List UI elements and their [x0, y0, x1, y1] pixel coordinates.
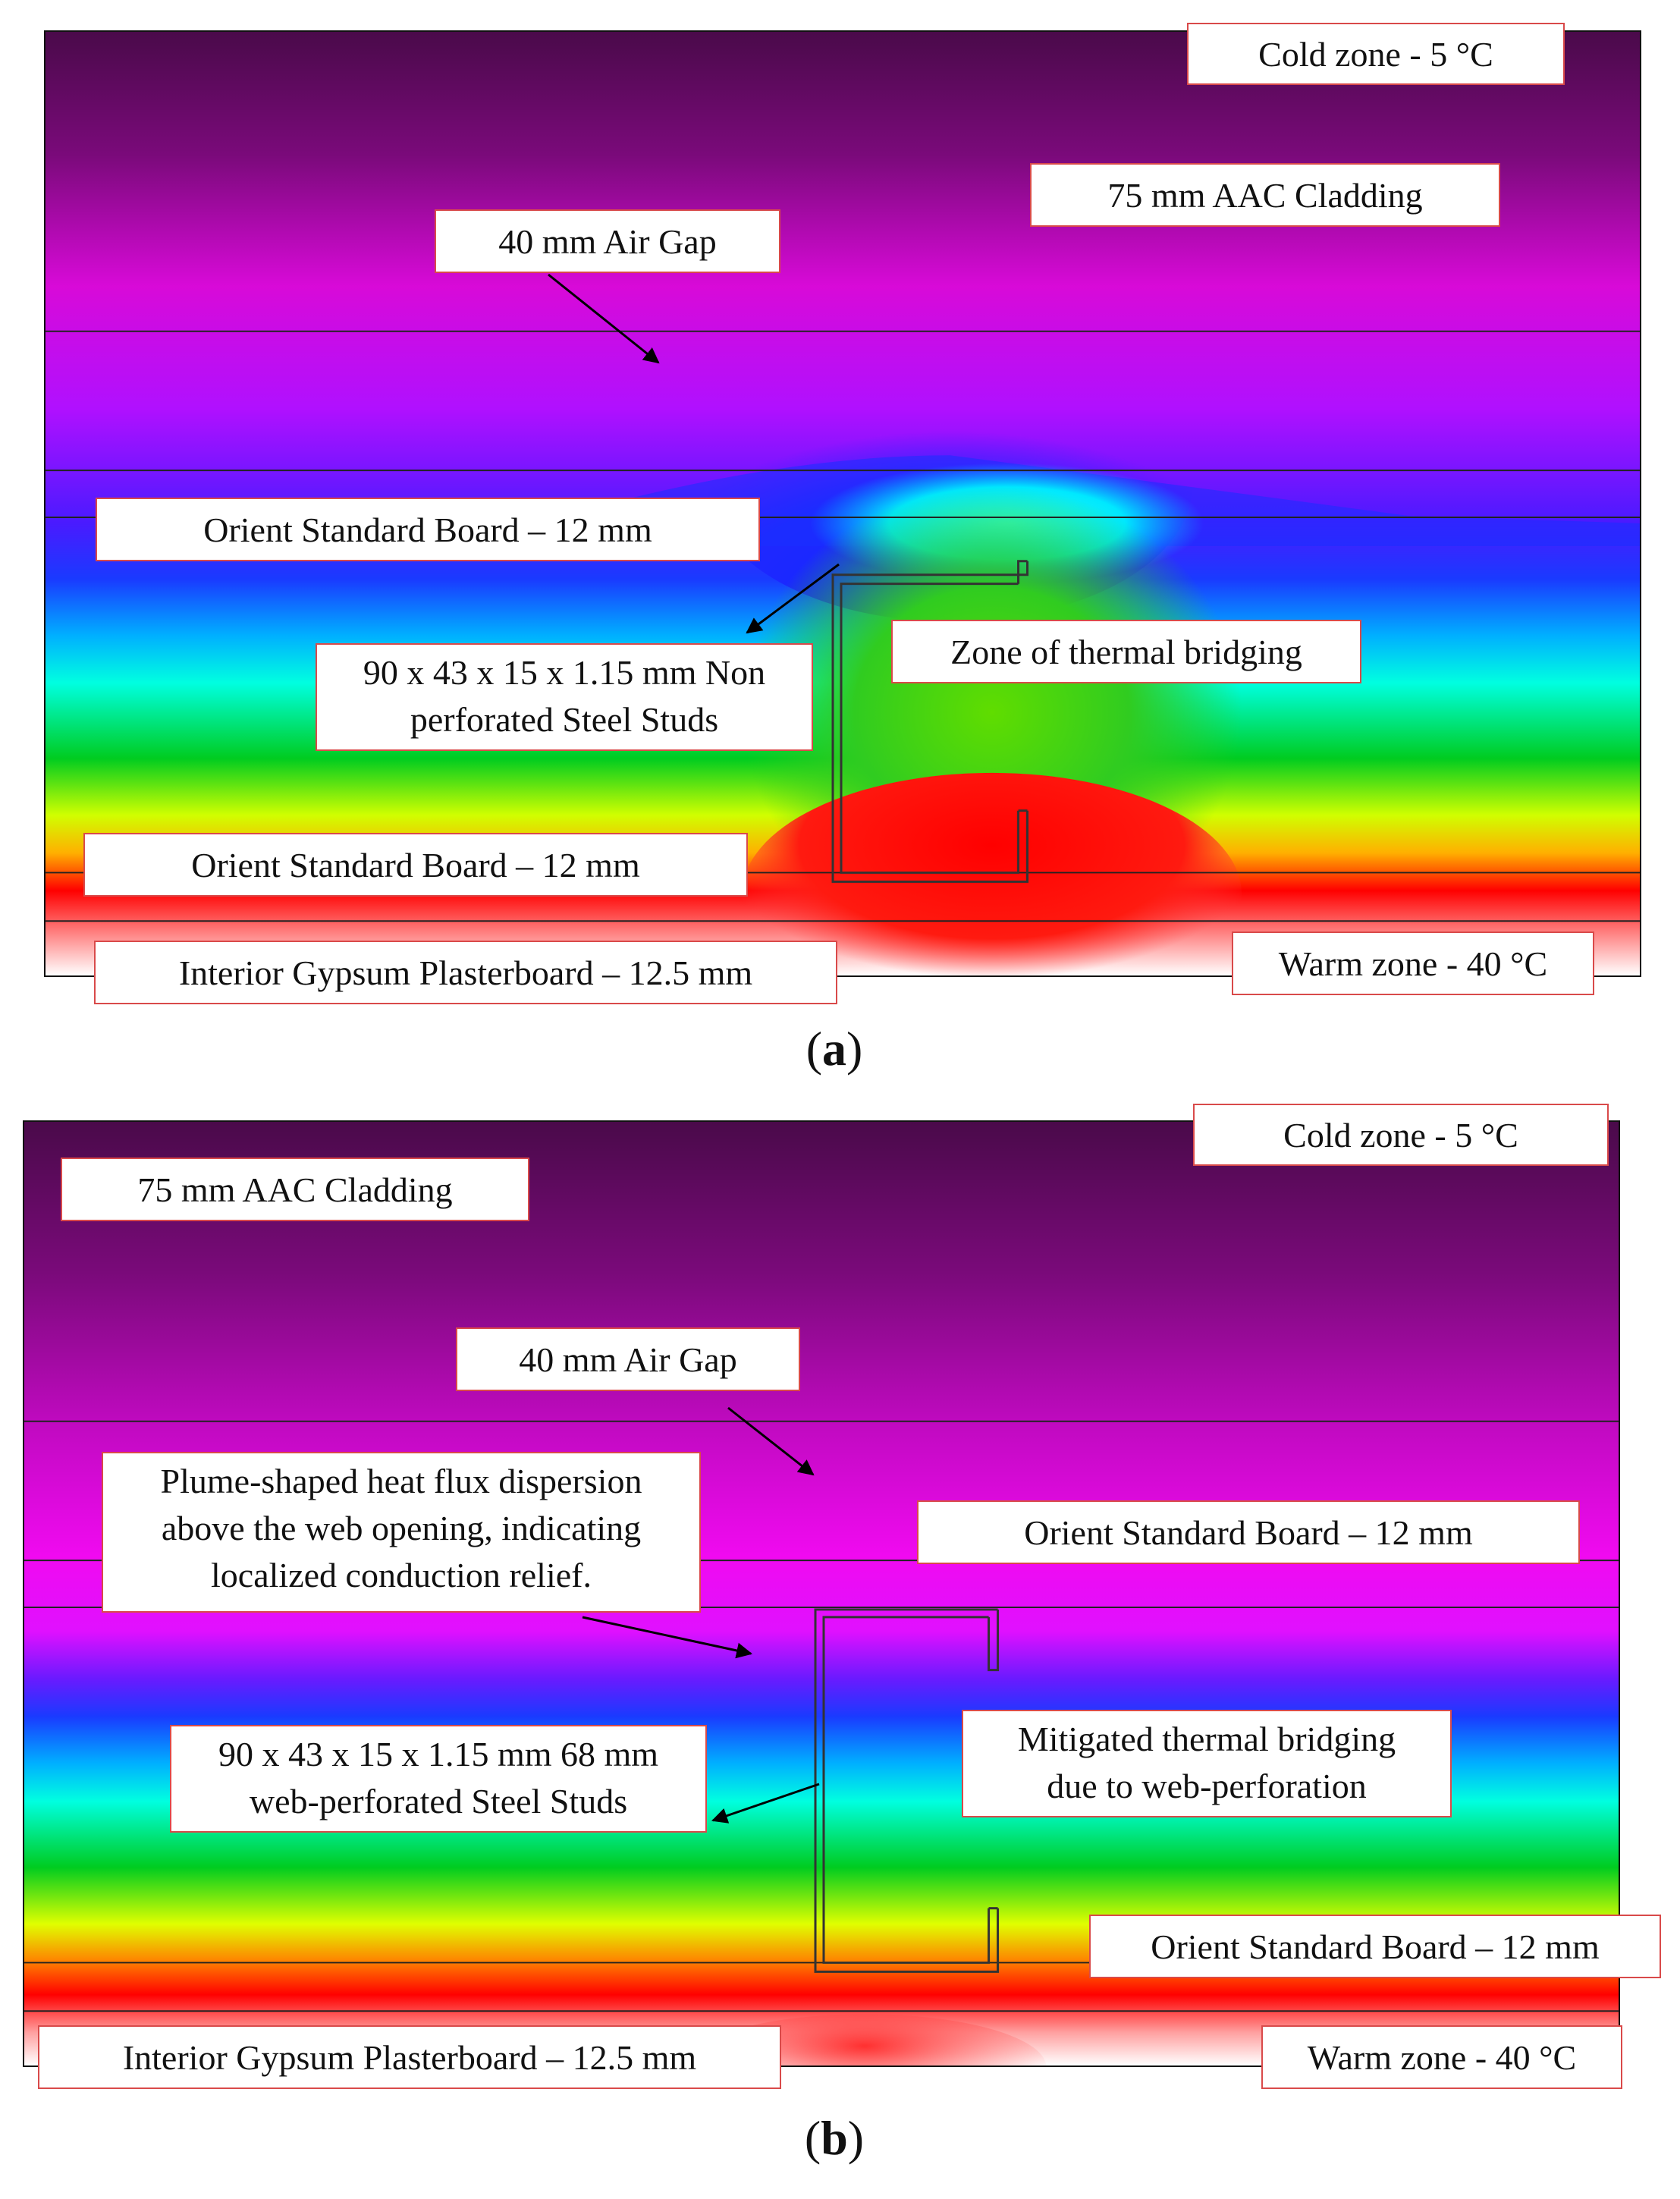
stud-label-a-line1: 90 x 43 x 15 x 1.15 mm Non: [363, 653, 766, 692]
cold-zone-label-b: Cold zone - 5 °C: [1193, 1104, 1609, 1166]
mitigated-bridging-label-b: Mitigated thermal bridging due to web-pe…: [962, 1710, 1452, 1817]
air-gap-label-b: 40 mm Air Gap: [456, 1327, 800, 1391]
caption-b-letter: b: [821, 2111, 848, 2165]
plume-label-b-line3: localized conduction relief.: [211, 1556, 592, 1594]
cold-zone-label-a: Cold zone - 5 °C: [1187, 23, 1565, 85]
mitigated-label-b-line2: due to web-perforation: [1047, 1767, 1367, 1805]
cladding-label-a: 75 mm AAC Cladding: [1030, 163, 1500, 227]
gypsum-label-b: Interior Gypsum Plasterboard – 12.5 mm: [38, 2025, 781, 2089]
warm-zone-label-a: Warm zone - 40 °C: [1232, 931, 1594, 995]
mitigated-label-b-line1: Mitigated thermal bridging: [1017, 1720, 1396, 1758]
plume-label-b-line1: Plume-shaped heat flux dispersion: [160, 1462, 642, 1500]
thermal-simulation-panel-a: [44, 30, 1641, 977]
air-gap-label-a: 40 mm Air Gap: [435, 209, 780, 273]
stud-label-b-line1: 90 x 43 x 15 x 1.15 mm 68 mm: [218, 1735, 659, 1773]
osb-bottom-label-b: Orient Standard Board – 12 mm: [1089, 1915, 1661, 1978]
gypsum-label-a: Interior Gypsum Plasterboard – 12.5 mm: [94, 941, 837, 1004]
stud-label-b-line2: web-perforated Steel Studs: [249, 1782, 628, 1820]
stud-label-b: 90 x 43 x 15 x 1.15 mm 68 mm web-perfora…: [170, 1725, 707, 1833]
temperature-field-a: [46, 32, 1640, 975]
warm-zone-label-b: Warm zone - 40 °C: [1261, 2025, 1622, 2089]
plume-label-b-line2: above the web opening, indicating: [161, 1509, 642, 1547]
plume-label-b: Plume-shaped heat flux dispersion above …: [102, 1452, 701, 1613]
perforated-steel-stud-profile: [814, 1608, 1000, 1973]
caption-b: (b): [804, 2111, 865, 2165]
caption-a: (a): [805, 1022, 863, 1076]
steel-stud-profile: [831, 560, 1029, 883]
cladding-label-b: 75 mm AAC Cladding: [61, 1158, 529, 1221]
osb-top-label-b: Orient Standard Board – 12 mm: [917, 1500, 1580, 1564]
stud-label-a-line2: perforated Steel Studs: [410, 700, 719, 739]
osb-bottom-label-a: Orient Standard Board – 12 mm: [83, 833, 748, 897]
stud-label-a: 90 x 43 x 15 x 1.15 mm Non perforated St…: [316, 643, 813, 751]
osb-top-label-a: Orient Standard Board – 12 mm: [96, 498, 760, 561]
thermal-bridging-label-a: Zone of thermal bridging: [891, 620, 1361, 683]
caption-a-letter: a: [822, 1022, 846, 1076]
